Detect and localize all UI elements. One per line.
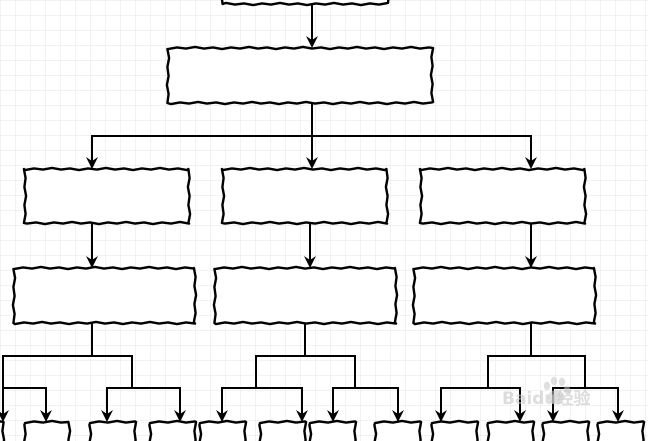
node-box <box>11 265 198 326</box>
node-leaf-12 <box>596 419 646 441</box>
node-leaf-6 <box>258 419 308 441</box>
node-box <box>88 419 138 441</box>
node-l2-right <box>418 166 588 226</box>
edge-l3-right-to-leaf-12 <box>530 323 624 422</box>
node-box <box>220 0 390 7</box>
node-leaf-9 <box>430 419 480 441</box>
node-box <box>220 166 390 226</box>
node-l3-left <box>11 265 198 326</box>
node-box <box>212 265 399 326</box>
node-box <box>373 419 423 441</box>
node-box <box>22 166 192 226</box>
edge-l3-mid-to-leaf-8 <box>304 323 404 422</box>
node-l3-right <box>411 265 598 326</box>
node-box <box>541 419 591 441</box>
node-box <box>258 419 308 441</box>
node-leaf-2 <box>88 419 138 441</box>
node-box <box>418 166 588 226</box>
node-box <box>23 419 72 441</box>
node-box <box>411 265 598 326</box>
node-leaf-5 <box>198 419 248 441</box>
node-box <box>430 419 480 441</box>
node-box <box>148 419 198 441</box>
node-leaf-1 <box>23 419 72 441</box>
node-box <box>596 419 646 441</box>
node-box <box>308 419 358 441</box>
node-leaf-4 <box>0 420 6 441</box>
node-l3-mid <box>212 265 399 326</box>
node-l2-left <box>22 166 192 226</box>
node-leaf-11 <box>541 419 591 441</box>
node-box <box>486 419 536 441</box>
node-box <box>165 45 435 106</box>
node-level1 <box>165 45 435 106</box>
node-box <box>0 420 6 441</box>
node-leaf-8 <box>373 419 423 441</box>
node-leaf-10 <box>486 419 536 441</box>
edges-layer <box>0 4 624 422</box>
node-box <box>198 419 248 441</box>
node-l2-mid <box>220 166 390 226</box>
edge-level1-to-l2-right <box>311 103 537 169</box>
node-root <box>220 0 390 7</box>
node-leaf-7 <box>308 419 358 441</box>
edge-l3-left-to-leaf-4 <box>0 323 93 422</box>
node-leaf-3 <box>148 419 198 441</box>
